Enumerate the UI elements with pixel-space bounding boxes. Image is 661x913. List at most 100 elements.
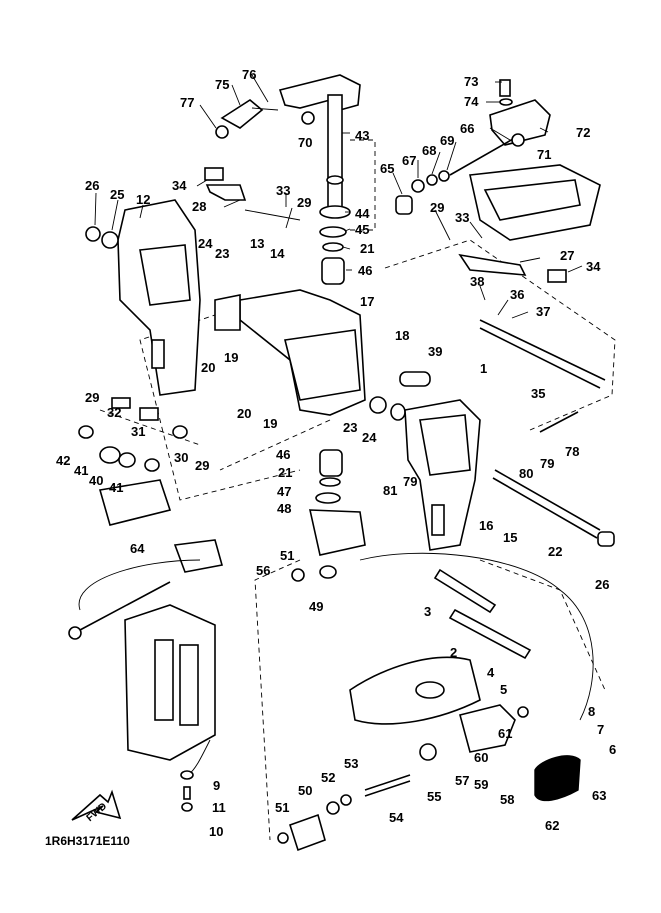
callout-6: 6 [609,742,616,757]
callout-46a: 46 [358,263,372,278]
callout-77: 77 [180,95,194,110]
callout-70: 70 [298,135,312,150]
callout-21a: 21 [360,241,374,256]
callout-41a: 41 [74,463,88,478]
callout-7: 7 [597,722,604,737]
callout-28: 28 [192,199,206,214]
callout-29c: 29 [85,390,99,405]
callout-53: 53 [344,756,358,771]
callout-60: 60 [474,750,488,765]
bracket-arms-2-3 [433,568,532,660]
callout-54: 54 [389,810,404,825]
callout-4: 4 [487,665,495,680]
callout-55: 55 [427,789,441,804]
callout-13: 13 [250,236,264,251]
callout-31: 31 [131,424,145,439]
callout-51a: 51 [280,548,294,563]
callout-61: 61 [498,726,512,741]
callout-33b: 33 [455,210,469,225]
callout-5: 5 [500,682,507,697]
callout-20a: 20 [201,360,215,375]
callout-19a: 19 [224,350,238,365]
callout-8: 8 [588,704,595,719]
callout-39: 39 [428,344,442,359]
callout-69: 69 [440,133,454,148]
bottom-right-parts [459,704,581,802]
fwd-arrow-icon: FWD [71,789,122,824]
callout-19b: 19 [263,416,277,431]
callout-67: 67 [402,153,416,168]
clamp-bracket-left [85,199,201,396]
callout-23a: 23 [215,246,229,261]
callout-26b: 26 [595,577,609,592]
callout-74: 74 [464,94,479,109]
callout-62: 62 [545,818,559,833]
callout-71: 71 [537,147,551,162]
callout-38: 38 [470,274,484,289]
shaft-66-assembly [395,133,525,215]
callout-36: 36 [510,287,524,302]
callout-30: 30 [174,450,188,465]
callout-65: 65 [380,161,394,176]
callout-81: 81 [383,483,397,498]
callout-17: 17 [360,294,374,309]
callout-79a: 79 [540,456,554,471]
callout-44: 44 [355,206,370,221]
callout-37: 37 [536,304,550,319]
callout-23b: 23 [343,420,357,435]
callout-25: 25 [110,187,124,202]
callout-14: 14 [270,246,285,261]
callout-50: 50 [298,783,312,798]
callout-46b: 46 [276,447,290,462]
callout-21b: 21 [278,465,292,480]
callout-labels: 1 2 3 4 5 6 7 8 9 10 11 12 13 14 15 16 1… [56,67,616,839]
callout-51b: 51 [275,800,289,815]
callout-24b: 24 [362,430,377,445]
callout-58: 58 [500,792,514,807]
callout-79b: 79 [403,474,417,489]
callout-29b: 29 [430,200,444,215]
callout-76: 76 [242,67,256,82]
callout-27: 27 [560,248,574,263]
callout-34b: 34 [586,259,601,274]
callout-59: 59 [474,777,488,792]
callout-34a: 34 [172,178,187,193]
reference-code: 1R6H3171E110 [45,834,130,848]
power-trim-tilt-unit [68,581,216,776]
callout-9: 9 [213,778,220,793]
callout-16: 16 [479,518,493,533]
callout-43: 43 [355,128,369,143]
callout-64: 64 [130,541,145,556]
mount-plate-64 [78,479,224,611]
bracket-75-assembly [215,99,279,139]
callout-63: 63 [592,788,606,803]
callout-56: 56 [256,563,270,578]
bottom-left-parts [180,770,194,812]
callout-75: 75 [215,77,229,92]
callout-15: 15 [503,530,517,545]
callout-52: 52 [321,770,335,785]
callout-47: 47 [277,484,291,499]
callout-40: 40 [89,473,103,488]
callout-41b: 41 [109,480,123,495]
lower-bracket-48-stack [291,449,366,582]
clamp-bracket-right [404,399,481,551]
callout-72: 72 [576,125,590,140]
callout-3: 3 [424,604,431,619]
callout-29d: 29 [195,458,209,473]
callout-10: 10 [209,824,223,839]
callout-26a: 26 [85,178,99,193]
cowling-bracket-72 [469,79,601,241]
callout-1: 1 [480,361,487,376]
callout-73: 73 [464,74,478,89]
callout-48: 48 [277,501,291,516]
bottom-shaft-54 [277,743,437,852]
callout-68: 68 [422,143,436,158]
callout-32: 32 [107,405,121,420]
callout-24a: 24 [198,236,213,251]
callout-35: 35 [531,386,545,401]
callout-2: 2 [450,645,457,660]
callout-20b: 20 [237,406,251,421]
tilt-rods [399,319,615,547]
